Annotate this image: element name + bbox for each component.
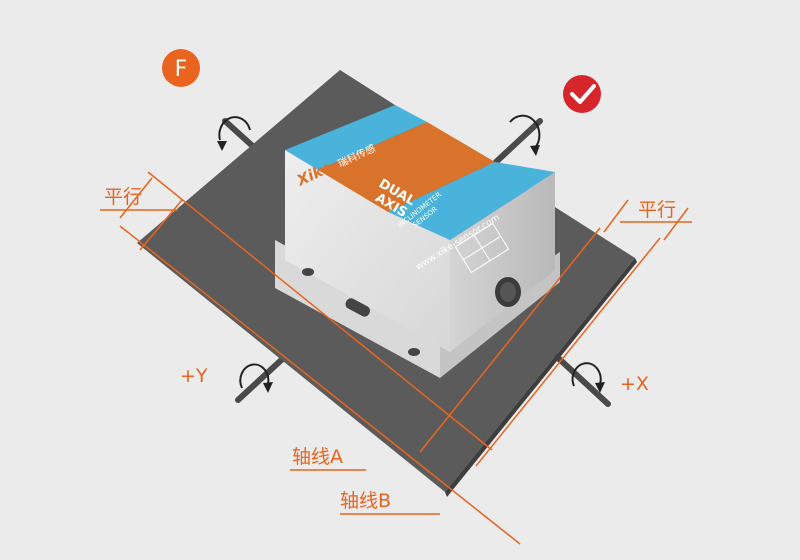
- parallel-tick-left-2: [119, 177, 153, 219]
- mounting-hole-right: [408, 348, 420, 356]
- parallel-line-right-2: [475, 237, 661, 467]
- parallel-tick-right-1: [603, 199, 629, 233]
- axis-line-a: [147, 171, 493, 451]
- parallel-label-left: 平行: [104, 186, 142, 208]
- mounting-hole-left: [302, 268, 314, 276]
- parallel-tick-right-2: [663, 207, 689, 241]
- sensor-left-face: [285, 150, 450, 352]
- axis-rod-front-right: [553, 353, 611, 407]
- annotation-lines: [100, 171, 692, 545]
- rotate-arrow-back-left-icon: [217, 116, 251, 151]
- sensor-top-orange: [318, 122, 495, 212]
- mounting-slot: [345, 298, 371, 317]
- plus-x-label: +X: [620, 373, 649, 395]
- sensor-top-blue-front: [388, 162, 555, 240]
- parallel-line-right-1: [419, 227, 601, 453]
- axis-b-label: 轴线B: [340, 490, 391, 512]
- f-badge-letter: F: [175, 57, 188, 82]
- check-mark-badge: [563, 75, 601, 113]
- check-mark-icon: [570, 84, 596, 104]
- sensor-axis-diagram: [454, 222, 510, 274]
- f-badge: F: [162, 49, 200, 87]
- sensor-right-face: [450, 172, 555, 352]
- rotate-arrow-back-right-icon: [509, 114, 541, 156]
- sensor-top-blue-back: [285, 105, 427, 170]
- rotate-arrow-x-icon: [571, 362, 605, 393]
- parallel-label-right: 平行: [638, 199, 676, 221]
- mounting-plate-edge: [445, 258, 637, 497]
- axis-rod-front-left: [235, 349, 293, 403]
- inclinometer-sensor: Xike 瑞科传感 DUAL AXIS INCLINOMETER SENSOR …: [275, 105, 560, 378]
- plus-y-label: +Y: [180, 365, 208, 387]
- rotate-arrow-y-icon: [239, 363, 273, 393]
- axis-line-b: [119, 225, 521, 545]
- axis-a-label: 轴线A: [292, 446, 343, 468]
- axis-rod-back-right: [493, 118, 543, 165]
- parallel-tick-left-1: [139, 199, 183, 251]
- rotation-arrows: [217, 114, 605, 393]
